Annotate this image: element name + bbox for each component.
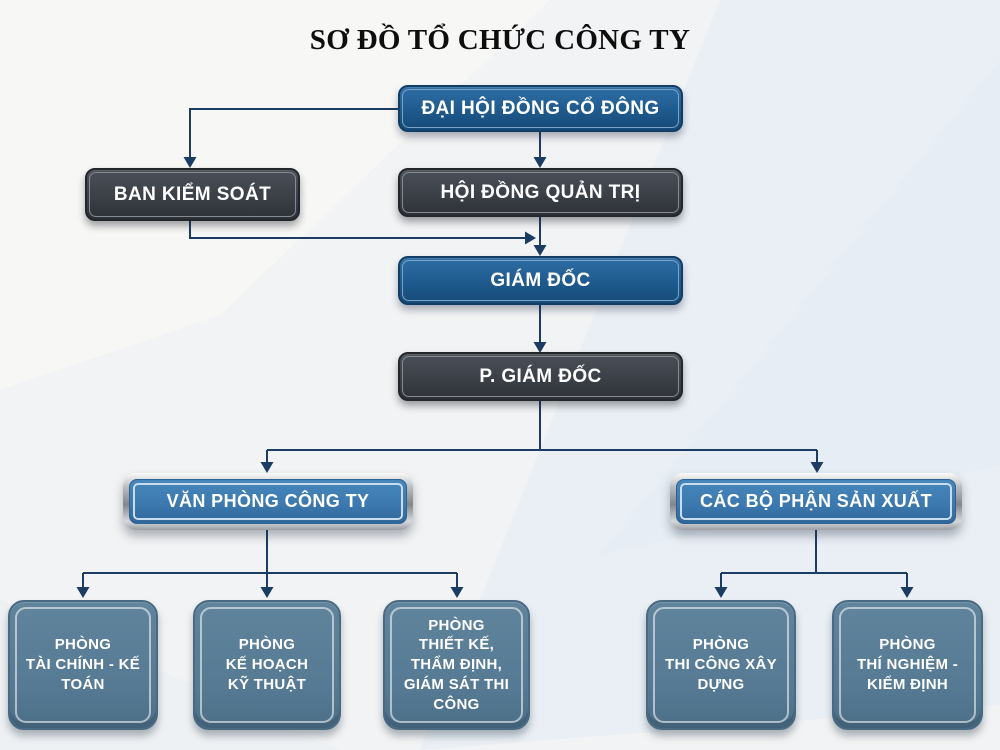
node-board-of-directors: HỘI ĐỒNG QUẢN TRỊ [398, 168, 683, 217]
node-finance-accounting-label: PHÒNG TÀI CHÍNH - KẾ TOÁN [25, 636, 141, 693]
node-shareholders: ĐẠI HỘI ĐỒNG CỔ ĐÔNG [398, 85, 683, 132]
node-construction-label: PHÒNG THI CÔNG XÂY DỰNG [665, 636, 777, 693]
node-testing-inspection: PHÒNG THÍ NGHIỆM - KIỂM ĐỊNH [832, 600, 983, 730]
node-shareholders-label: ĐẠI HỘI ĐỒNG CỔ ĐÔNG [421, 97, 660, 119]
page-title: SƠ ĐỒ TỔ CHỨC CÔNG TY [309, 24, 691, 56]
edge-supervisory-junction [189, 221, 525, 239]
edge-deputy-split [266, 401, 818, 462]
node-board-of-directors-label: HỘI ĐỒNG QUẢN TRỊ [440, 181, 641, 203]
node-company-office-label: VĂN PHÒNG CÔNG TY [166, 491, 370, 511]
node-supervisory-board: BAN KIỂM SOÁT [85, 168, 300, 221]
node-production-departments: CÁC BỘ PHẬN SẢN XUẤT [670, 473, 962, 530]
node-design-appraisal-supervision: PHÒNG THIẾT KẾ, THẨM ĐỊNH, GIÁM SÁT THI … [383, 600, 530, 730]
node-planning-technical-label: PHÒNG KẾ HOẠCH KỸ THUẬT [225, 636, 309, 693]
node-production-departments-label: CÁC BỘ PHẬN SẢN XUẤT [699, 491, 932, 511]
node-finance-accounting: PHÒNG TÀI CHÍNH - KẾ TOÁN [8, 600, 158, 730]
node-planning-technical: PHÒNG KẾ HOẠCH KỸ THUẬT [193, 600, 341, 730]
node-deputy-director-label: P. GIÁM ĐỐC [479, 365, 602, 387]
node-deputy-director: P. GIÁM ĐỐC [398, 352, 683, 401]
node-testing-inspection-label: PHÒNG THÍ NGHIỆM - KIỂM ĐỊNH [856, 636, 959, 693]
node-director-label: GIÁM ĐỐC [490, 269, 591, 291]
edge-production-split [720, 530, 908, 587]
node-company-office: VĂN PHÒNG CÔNG TY [123, 473, 413, 530]
node-construction: PHÒNG THI CÔNG XÂY DỰNG [646, 600, 796, 730]
node-design-appraisal-supervision-label: PHÒNG THIẾT KẾ, THẨM ĐỊNH, GIÁM SÁT THI … [403, 616, 510, 713]
edge-office-split [82, 530, 458, 587]
node-director: GIÁM ĐỐC [398, 256, 683, 305]
edge-shareholders-supervisory [189, 108, 398, 157]
node-supervisory-board-label: BAN KIỂM SOÁT [113, 183, 272, 205]
